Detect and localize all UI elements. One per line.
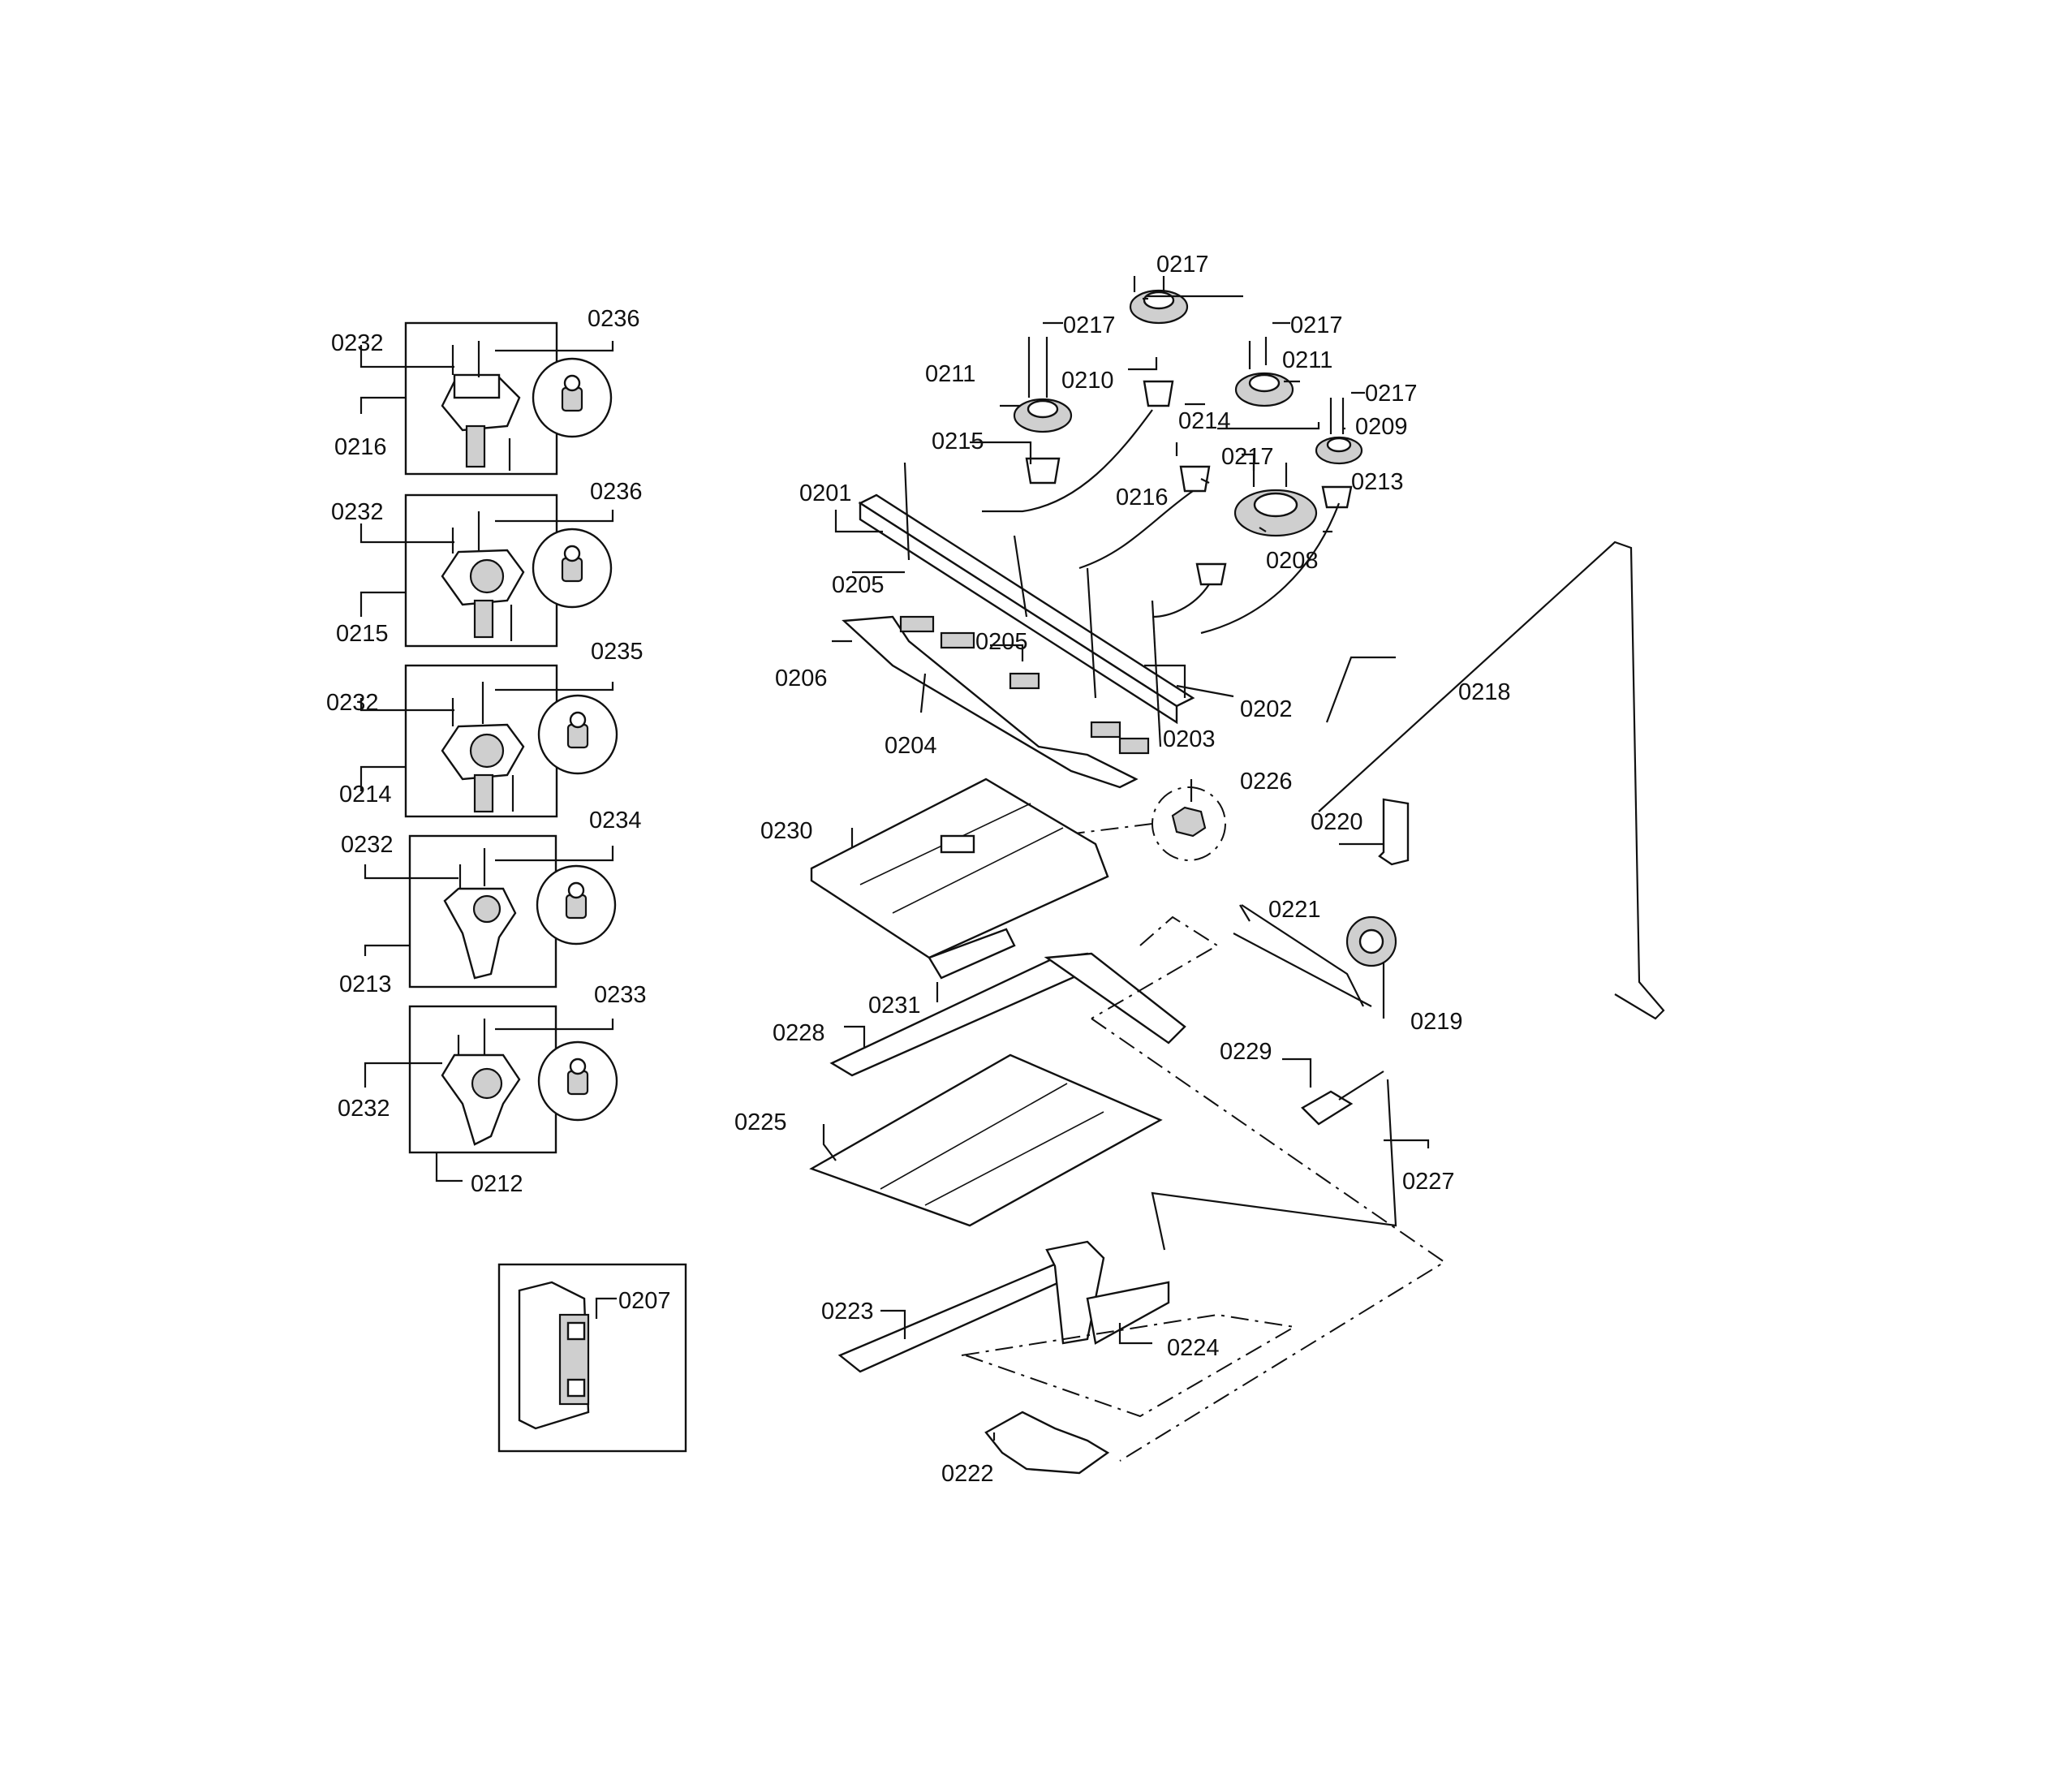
bake-burner — [809, 928, 1186, 1227]
valve-box-0214 — [404, 664, 618, 818]
label-0224: 0224 — [1167, 1335, 1220, 1361]
broil-burner — [837, 1240, 1170, 1475]
label-0225: 0225 — [734, 1109, 787, 1135]
igniter-box-0207 — [497, 1263, 687, 1453]
label-0220: 0220 — [1311, 809, 1363, 835]
assembly-lines — [961, 915, 1446, 1462]
label-0235: 0235 — [591, 639, 644, 665]
label-0236-1: 0236 — [588, 306, 640, 332]
label-0232-1: 0232 — [331, 330, 384, 356]
label-0215-left: 0215 — [336, 621, 389, 647]
label-0232-4: 0232 — [341, 832, 394, 858]
label-0213: 0213 — [1351, 469, 1404, 495]
label-0205-b: 0205 — [975, 629, 1028, 655]
label-0206: 0206 — [775, 666, 828, 691]
label-0216-left: 0216 — [334, 434, 387, 460]
leader-lines — [359, 295, 1430, 1441]
label-0232-5: 0232 — [338, 1096, 390, 1122]
label-0202: 0202 — [1240, 696, 1293, 722]
valve-box-0213 — [408, 834, 617, 989]
label-0217-top: 0217 — [1156, 252, 1209, 278]
label-0219: 0219 — [1410, 1009, 1463, 1035]
label-0215: 0215 — [932, 429, 984, 454]
label-0232-3: 0232 — [326, 690, 379, 716]
label-0211-left: 0211 — [925, 361, 975, 387]
label-0214: 0214 — [1178, 408, 1231, 434]
valve-box-0216 — [404, 321, 613, 476]
bracket-0220 — [1378, 798, 1410, 866]
fitting-0229 — [1301, 1070, 1384, 1126]
gas-tubes — [982, 409, 1665, 1251]
label-0230: 0230 — [760, 818, 813, 844]
valve-box-0212 — [408, 1005, 618, 1154]
label-0221: 0221 — [1268, 897, 1321, 923]
label-0203: 0203 — [1163, 726, 1216, 752]
label-0218: 0218 — [1458, 679, 1511, 705]
label-0234: 0234 — [589, 808, 642, 834]
label-0207: 0207 — [618, 1288, 671, 1314]
label-0204: 0204 — [885, 733, 937, 759]
valve-box-0215 — [404, 493, 613, 648]
label-0205-a: 0205 — [832, 572, 885, 598]
callout-labels: 0217 0217 0217 0217 0217 0211 0211 0210 … — [326, 252, 1511, 1487]
label-0214-left: 0214 — [339, 782, 392, 808]
label-0211-right: 0211 — [1282, 347, 1332, 373]
label-0232-2: 0232 — [331, 499, 384, 525]
label-0208: 0208 — [1266, 548, 1319, 574]
label-0213-left: 0213 — [339, 971, 392, 997]
label-0227: 0227 — [1402, 1169, 1455, 1195]
manifold-rail — [842, 462, 1195, 789]
label-0236-2: 0236 — [590, 479, 643, 505]
label-0212: 0212 — [471, 1171, 523, 1197]
label-0229: 0229 — [1220, 1039, 1272, 1065]
label-0216: 0216 — [1116, 485, 1169, 510]
label-0226: 0226 — [1240, 769, 1293, 795]
heat-shield-0230 — [810, 778, 1109, 959]
label-0217-a: 0217 — [1063, 312, 1116, 338]
label-0233: 0233 — [594, 982, 647, 1008]
label-0222: 0222 — [941, 1461, 994, 1487]
label-0210: 0210 — [1061, 368, 1114, 394]
label-0231: 0231 — [868, 993, 921, 1019]
regulator-0219 — [1241, 904, 1397, 1007]
label-0217-d: 0217 — [1221, 444, 1274, 470]
label-0209: 0209 — [1355, 414, 1408, 440]
label-0217-b: 0217 — [1290, 312, 1343, 338]
label-0217-c: 0217 — [1365, 381, 1418, 407]
label-0228: 0228 — [773, 1020, 825, 1046]
label-0223: 0223 — [821, 1299, 874, 1325]
burner-parts-top — [1013, 276, 1363, 586]
label-0201: 0201 — [799, 480, 852, 506]
